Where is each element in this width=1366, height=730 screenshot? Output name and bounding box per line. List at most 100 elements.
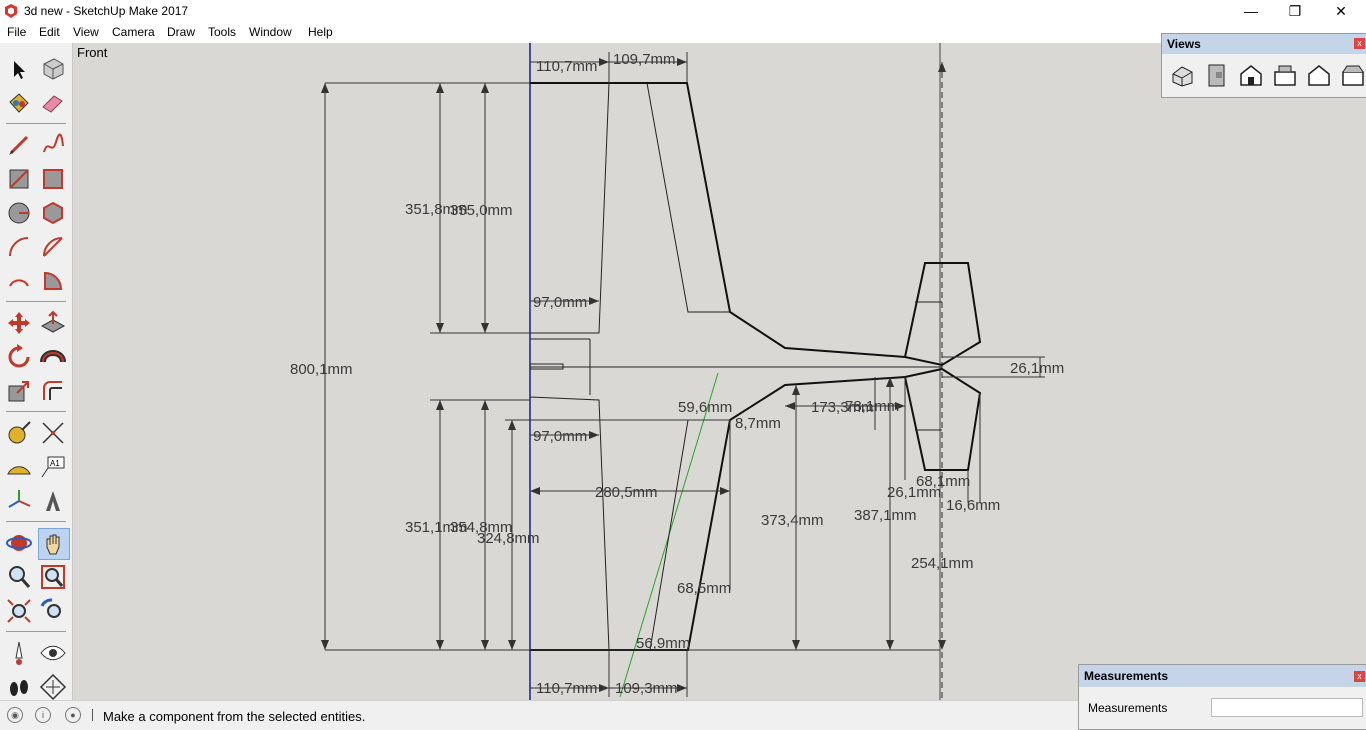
measurements-label: Measurements — [1088, 701, 1168, 715]
axes-icon[interactable] — [4, 486, 34, 516]
model-drawing[interactable]: 110,7mm 109,7mm 351,8mm 355,0mm 97,0mm 8… — [73, 43, 1366, 700]
dim-width-280: 280,5mm — [595, 484, 658, 501]
look-around-icon[interactable] — [38, 638, 68, 668]
lower-wing[interactable] — [530, 376, 906, 651]
scale-icon[interactable] — [4, 376, 34, 406]
dim-mid-173: 173,3mm — [811, 399, 874, 416]
rotate-icon[interactable] — [4, 342, 34, 372]
views-panel-close-button[interactable]: x — [1354, 38, 1365, 49]
menu-edit[interactable]: Edit — [39, 25, 60, 39]
upper-wing-inner — [530, 82, 730, 395]
dim-top-right: 109,7mm — [613, 51, 676, 68]
arc-icon[interactable] — [4, 232, 34, 262]
two-point-arc-icon[interactable] — [38, 232, 68, 262]
dim-mid-78: 78,1mm — [845, 398, 899, 415]
top-view-icon[interactable] — [1204, 62, 1230, 88]
pan-icon[interactable] — [38, 528, 70, 560]
status-bar: ◉ i ● Make a component from the selected… — [0, 700, 1078, 729]
dim-upper-h2: 355,0mm — [450, 202, 513, 219]
zoom-window-icon[interactable] — [38, 562, 68, 592]
rectangle-icon[interactable] — [4, 164, 34, 194]
move-icon[interactable] — [4, 308, 34, 338]
tail-inner — [915, 301, 942, 431]
dim-lower-68: 68,5mm — [677, 580, 731, 597]
dim-top-left: 110,7mm — [536, 58, 597, 75]
previous-view-icon[interactable] — [38, 596, 68, 626]
credits-icon[interactable]: i — [35, 707, 51, 723]
minimize-button[interactable]: — — [1244, 3, 1258, 19]
dim-mid-8: 8,7mm — [735, 415, 781, 432]
freehand-icon[interactable] — [38, 130, 68, 160]
dim-bottom-left: 110,7mm — [536, 680, 597, 697]
dim-h-373: 373,4mm — [761, 512, 824, 529]
drawing-viewport[interactable]: 110,7mm 109,7mm 351,8mm 355,0mm 97,0mm 8… — [73, 43, 1366, 700]
menu-window[interactable]: Window — [249, 25, 292, 39]
eraser-icon[interactable] — [38, 88, 68, 118]
menu-tools[interactable]: Tools — [208, 25, 237, 39]
measurements-input[interactable] — [1211, 698, 1363, 717]
menu-view[interactable]: View — [73, 25, 99, 39]
make-component-icon[interactable] — [38, 54, 68, 84]
paint-bucket-icon[interactable] — [4, 88, 34, 118]
menu-camera[interactable]: Camera — [112, 25, 155, 39]
menu-bar: File Edit View Camera Draw Tools Window … — [0, 22, 1366, 43]
protractor-icon[interactable] — [4, 452, 34, 482]
menu-draw[interactable]: Draw — [167, 25, 196, 39]
toolbar-separator — [6, 301, 66, 302]
back-view-icon[interactable] — [1306, 62, 1332, 88]
front-view-icon[interactable] — [1238, 62, 1264, 88]
select-icon[interactable] — [4, 54, 34, 84]
dim-upper-h1: 351,8mm — [405, 201, 468, 218]
dim-right-26: 26,1mm — [1010, 360, 1064, 377]
zoom-extents-icon[interactable] — [4, 596, 34, 626]
sketchup-logo-icon — [5, 4, 17, 18]
dim-tail-68: 68,1mm — [916, 473, 970, 490]
window-title: 3d new - SketchUp Make 2017 — [24, 4, 189, 18]
measurements-panel-title: Measurements — [1079, 665, 1366, 687]
pie-icon[interactable] — [38, 266, 68, 296]
tail-fins[interactable] — [904, 262, 982, 471]
pencil-icon[interactable] — [4, 130, 34, 160]
right-view-icon[interactable] — [1272, 62, 1298, 88]
section-plane-icon[interactable] — [38, 672, 68, 702]
user-icon[interactable]: ● — [65, 707, 81, 723]
measurements-panel-close-button[interactable]: x — [1354, 671, 1365, 682]
left-view-icon[interactable] — [1340, 62, 1366, 88]
offset-icon[interactable] — [38, 376, 68, 406]
walk-icon[interactable] — [4, 672, 34, 702]
upper-wing[interactable] — [530, 82, 906, 358]
text-icon[interactable]: A1 — [38, 452, 68, 482]
dimension-icon[interactable] — [38, 418, 68, 448]
views-panel-title: Views — [1162, 34, 1366, 54]
dim-upper-inner: 97,0mm — [533, 294, 587, 311]
dim-mid-59: 59,6mm — [678, 399, 732, 416]
circle-icon[interactable] — [4, 198, 34, 228]
follow-me-icon[interactable] — [38, 342, 68, 372]
dim-lower-inner: 97,0mm — [533, 428, 587, 445]
menu-file[interactable]: File — [7, 25, 27, 39]
position-camera-icon[interactable] — [4, 638, 34, 668]
rotated-rectangle-icon[interactable] — [38, 164, 68, 194]
push-pull-icon[interactable] — [38, 308, 68, 338]
toolbar-separator — [6, 123, 66, 124]
iso-view-icon[interactable] — [1170, 62, 1196, 88]
three-point-arc-icon[interactable] — [4, 266, 34, 296]
close-window-button[interactable]: ✕ — [1335, 3, 1347, 19]
measurements-panel: Measurements x Measurements — [1078, 664, 1366, 730]
dim-lower-h1: 351,1mm — [405, 519, 468, 536]
3d-text-icon[interactable] — [38, 486, 68, 516]
polygon-icon[interactable] — [38, 198, 68, 228]
dim-tail-16: 16,6mm — [946, 497, 1000, 514]
dim-total: 800,1mm — [290, 361, 353, 378]
zoom-icon[interactable] — [4, 562, 34, 592]
dim-bottom-56: 56,9mm — [636, 635, 690, 652]
menu-help[interactable]: Help — [308, 25, 333, 39]
tape-measure-icon[interactable] — [4, 418, 34, 448]
dimension-arrows — [321, 58, 946, 692]
geo-location-icon[interactable]: ◉ — [7, 707, 23, 723]
title-bar: 3d new - SketchUp Make 2017 — ❐ ✕ — [0, 0, 1366, 22]
dim-tail-254: 254,1mm — [911, 555, 974, 572]
view-name-label: Front — [77, 45, 108, 60]
maximize-button[interactable]: ❐ — [1288, 3, 1302, 19]
orbit-icon[interactable] — [4, 528, 34, 558]
